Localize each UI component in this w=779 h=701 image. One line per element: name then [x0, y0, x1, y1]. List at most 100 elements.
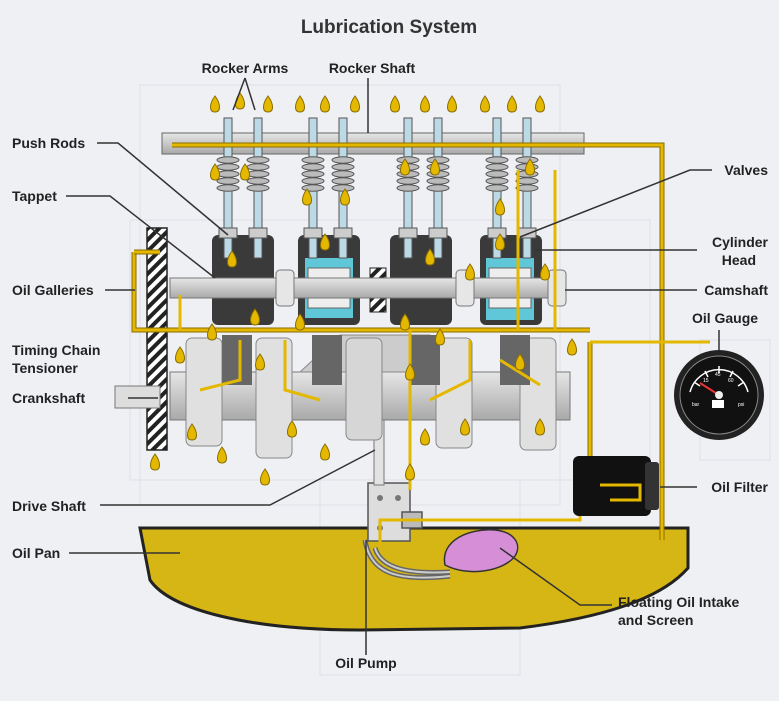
oil-galleries [131, 142, 710, 545]
oil-drops [150, 92, 577, 486]
tappet [398, 227, 418, 239]
label-oil-pump: Oil Pump [335, 655, 396, 671]
oil-drop [567, 338, 577, 356]
oil-drop [320, 233, 330, 251]
valve-spring-coil [216, 184, 240, 192]
oil-drop [495, 233, 505, 251]
label-oil-pan: Oil Pan [12, 545, 60, 561]
oil-drop [302, 188, 312, 206]
oil-drop [210, 95, 220, 113]
label-valves: Valves [724, 162, 768, 178]
oil-drop [240, 163, 250, 181]
oil-drop [400, 158, 410, 176]
label-rocker-arms: Rocker Arms [202, 60, 289, 76]
oil-drop [420, 428, 430, 446]
oil-drop [320, 95, 330, 113]
oil-drop [207, 323, 217, 341]
oil-drop [217, 446, 227, 464]
oil-drop [320, 443, 330, 461]
label-push-rods: Push Rods [12, 135, 85, 151]
valve-spring-coil [301, 156, 325, 164]
oil-drop [405, 363, 415, 381]
floating-oil-intake [443, 529, 519, 573]
oil-drop [480, 95, 490, 113]
oil-drop [525, 158, 535, 176]
oil-drop [350, 95, 360, 113]
label-crankshaft: Crankshaft [12, 390, 85, 406]
oil-drop [295, 313, 305, 331]
oil-drop [210, 163, 220, 181]
valve-spring-coil [426, 177, 450, 185]
valve-spring-coil [246, 156, 270, 164]
gauge-scale-45: 45 [715, 372, 721, 378]
label-timing-chain-1: Timing Chain [12, 342, 100, 358]
valve-spring-coil [216, 170, 240, 178]
diagram-title: Lubrication System [301, 17, 477, 38]
valve-spring-coil [485, 184, 509, 192]
oil-drop [295, 95, 305, 113]
valve-spring-coil [331, 156, 355, 164]
valve-spring-coil [485, 170, 509, 178]
valve-spring-coil [301, 177, 325, 185]
oil-drop [227, 250, 237, 268]
label-oil-gauge: Oil Gauge [692, 310, 758, 326]
label-camshaft: Camshaft [704, 282, 768, 298]
timing-chain-tensioner [146, 227, 168, 451]
oil-drop [255, 353, 265, 371]
label-cylinder-head-2: Head [722, 252, 756, 268]
oil-drop [507, 95, 517, 113]
gauge-scale-15: 15 [703, 378, 709, 384]
valve-spring-coil [331, 163, 355, 171]
valve-spring-coil [396, 184, 420, 192]
label-floating-intake-1: Floating Oil Intake [618, 594, 740, 610]
tappet [303, 227, 323, 239]
valve-spring-coil [246, 163, 270, 171]
oil-filter [573, 456, 659, 516]
label-cylinder-head-1: Cylinder [712, 234, 769, 250]
oil-drop [430, 158, 440, 176]
label-tappet: Tappet [12, 188, 57, 204]
oil-drop [287, 420, 297, 438]
valve-spring-coil [216, 156, 240, 164]
gauge-unit-bar: bar [692, 402, 700, 408]
oil-drop [420, 95, 430, 113]
tappet [333, 227, 353, 239]
oil-drop [340, 188, 350, 206]
oil-drop [175, 346, 185, 364]
valve-spring-coil [301, 170, 325, 178]
tappet [248, 227, 268, 239]
oil-drop [535, 418, 545, 436]
valve-spring-coil [515, 184, 539, 192]
oil-drop [260, 468, 270, 486]
valve-spring-coil [246, 184, 270, 192]
gauge-unit-psi: psi [738, 402, 744, 408]
valves [216, 156, 539, 239]
oil-drop [465, 263, 475, 281]
crankshaft [114, 334, 571, 459]
valve-spring-coil [331, 177, 355, 185]
label-oil-galleries: Oil Galleries [12, 282, 94, 298]
tappet [218, 227, 238, 239]
gauge-scale-60: 60 [728, 378, 734, 384]
valve-spring-coil [485, 163, 509, 171]
valve-spring-coil [216, 177, 240, 185]
tappet [428, 227, 448, 239]
label-oil-filter: Oil Filter [711, 479, 768, 495]
valve-spring-coil [331, 184, 355, 192]
label-rocker-shaft: Rocker Shaft [329, 60, 416, 76]
oil-drop [460, 418, 470, 436]
oil-gauge: bar psi 15 45 60 [674, 350, 764, 440]
valve-spring-coil [426, 156, 450, 164]
oil-drop [250, 308, 260, 326]
valve-spring-coil [301, 184, 325, 192]
oil-drop [187, 423, 197, 441]
oil-drop [390, 95, 400, 113]
oil-drop [435, 328, 445, 346]
oil-drop [535, 95, 545, 113]
valve-spring-coil [396, 156, 420, 164]
valve-spring-coil [485, 177, 509, 185]
valve-spring-coil [426, 184, 450, 192]
valve-spring-coil [301, 163, 325, 171]
